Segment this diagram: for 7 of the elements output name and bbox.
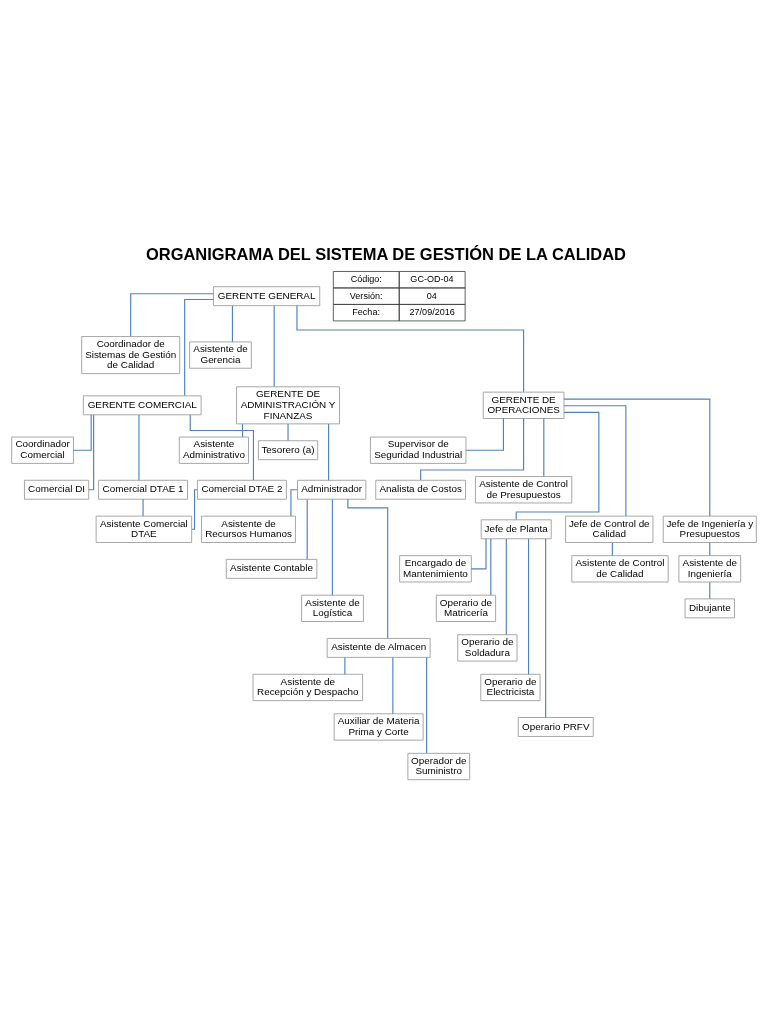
label: Fecha: <box>352 306 380 317</box>
label: GC-OD-04 <box>410 274 454 285</box>
label: Versión: <box>349 290 383 301</box>
label: 27/09/2016 <box>409 306 455 317</box>
diagram-title: ORGANIGRAMA DEL SISTEMA DE GESTIÓN DE LA CALIDAD <box>145 244 626 263</box>
label: Código: <box>350 274 382 285</box>
label: 04 <box>426 290 437 301</box>
